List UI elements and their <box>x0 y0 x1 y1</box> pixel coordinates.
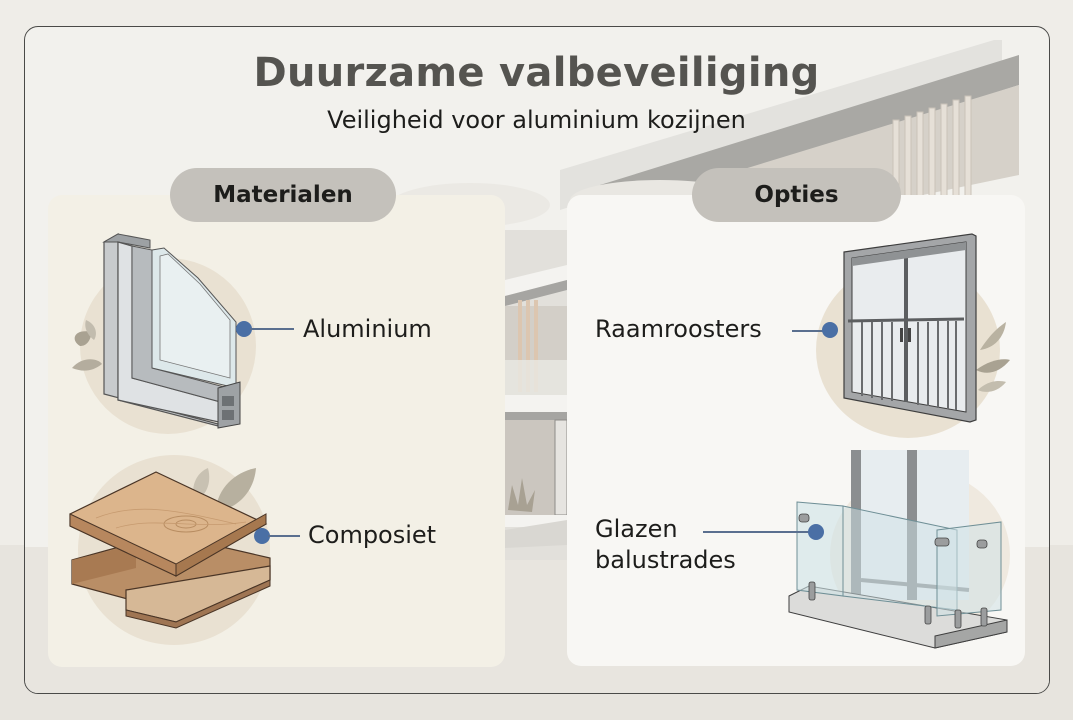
window-grille-icon <box>843 233 1010 423</box>
label-glass-balustrades-line2: balustrades <box>595 546 736 574</box>
composite-planks-icon <box>69 468 271 629</box>
glass-balustrades-connector-dot <box>808 524 824 540</box>
window-grilles-connector-line <box>792 330 824 332</box>
glass-balustrades-connector-line <box>703 531 811 533</box>
label-composite: Composiet <box>308 521 437 549</box>
label-glass-balustrades-line1: Glazen <box>595 515 678 543</box>
label-aluminium: Aluminium <box>303 315 432 343</box>
section-heading-options: Opties <box>692 168 901 222</box>
page-subtitle: Veiligheid voor aluminium kozijnen <box>327 106 746 134</box>
window-grilles-connector-dot <box>822 322 838 338</box>
page-title: Duurzame valbeveiliging <box>253 50 820 96</box>
aluminium-connector-line <box>250 328 294 330</box>
section-heading-materials: Materialen <box>170 168 396 222</box>
label-window-grilles: Raamroosters <box>595 315 762 343</box>
aluminium-window-frame-icon <box>72 232 241 429</box>
label-glass-balustrades: Glazen balustrades <box>595 514 736 576</box>
glass-balustrade-icon <box>788 450 1008 649</box>
composite-connector-dot <box>254 528 270 544</box>
aluminium-connector-dot <box>236 321 252 337</box>
composite-connector-line <box>268 535 300 537</box>
